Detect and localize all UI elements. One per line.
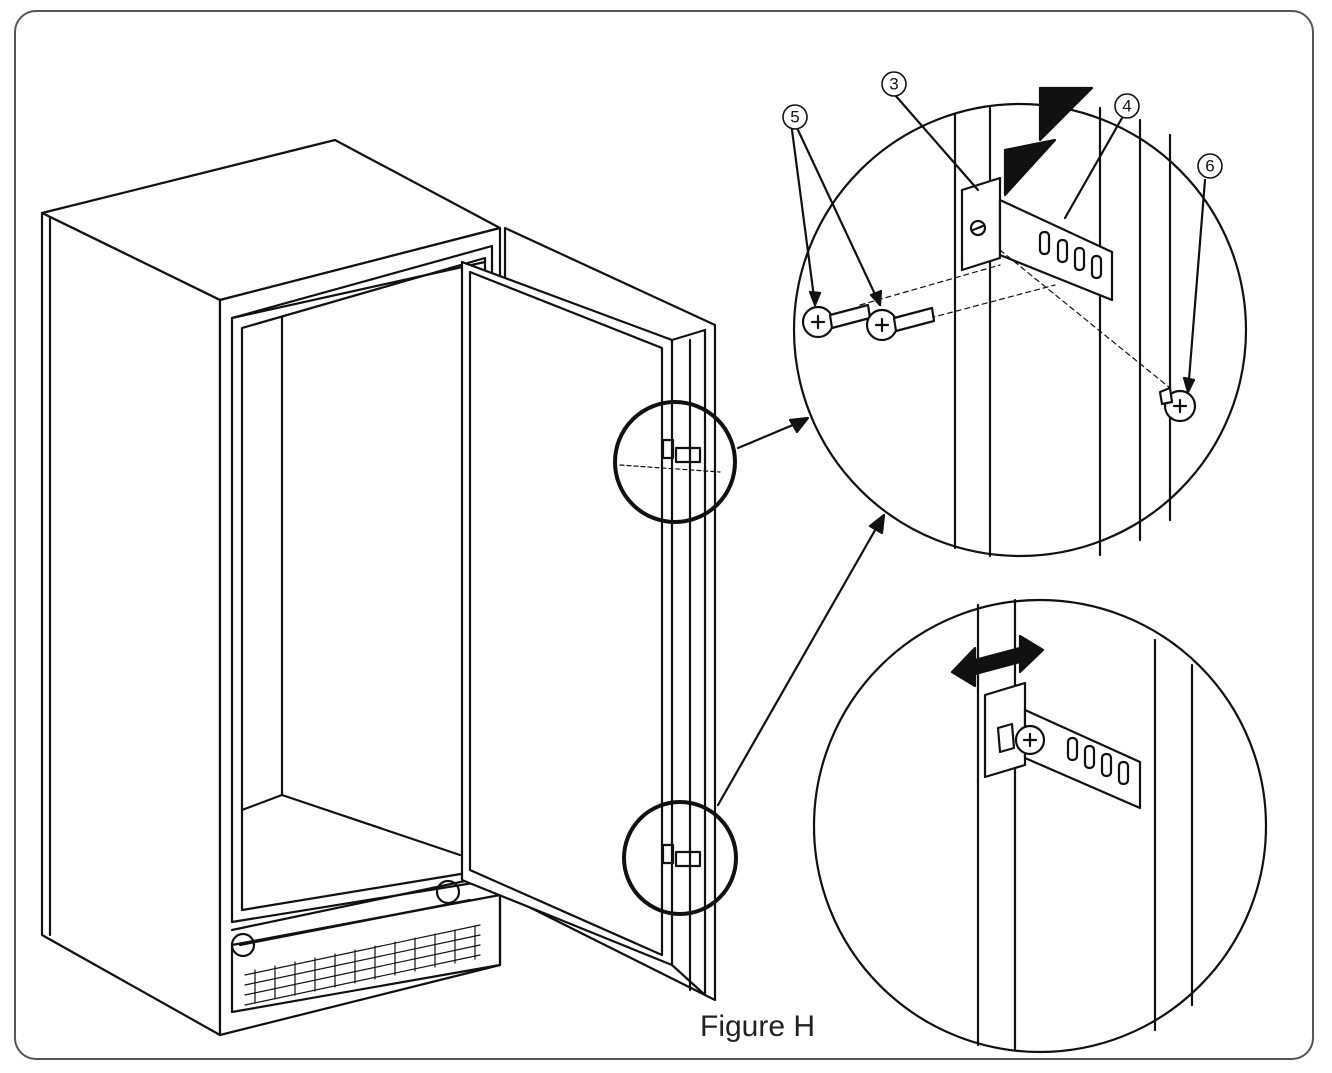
callout-4-circle bbox=[1114, 93, 1140, 119]
callout-6-label: 6 bbox=[1205, 157, 1214, 176]
figure-frame bbox=[14, 10, 1314, 1060]
callout-leaders bbox=[790, 93, 1207, 394]
callout-5-label: 5 bbox=[790, 108, 799, 127]
lower-detail-marker bbox=[622, 800, 738, 916]
callout-6-circle bbox=[1197, 153, 1223, 179]
pointer-arrows bbox=[716, 416, 886, 807]
upper-detail-marker bbox=[613, 400, 737, 524]
callout-3-label: 3 bbox=[889, 75, 898, 94]
callout-3-circle bbox=[881, 71, 907, 97]
callout-5-circle bbox=[782, 104, 808, 130]
refrigerator-door bbox=[460, 226, 721, 1002]
figure-caption: Figure H bbox=[700, 1010, 816, 1043]
upper-detail-view bbox=[792, 86, 1248, 558]
callout-4-label: 4 bbox=[1122, 97, 1131, 116]
lower-detail-view bbox=[812, 598, 1268, 1054]
refrigerator-cabinet bbox=[40, 138, 502, 1037]
